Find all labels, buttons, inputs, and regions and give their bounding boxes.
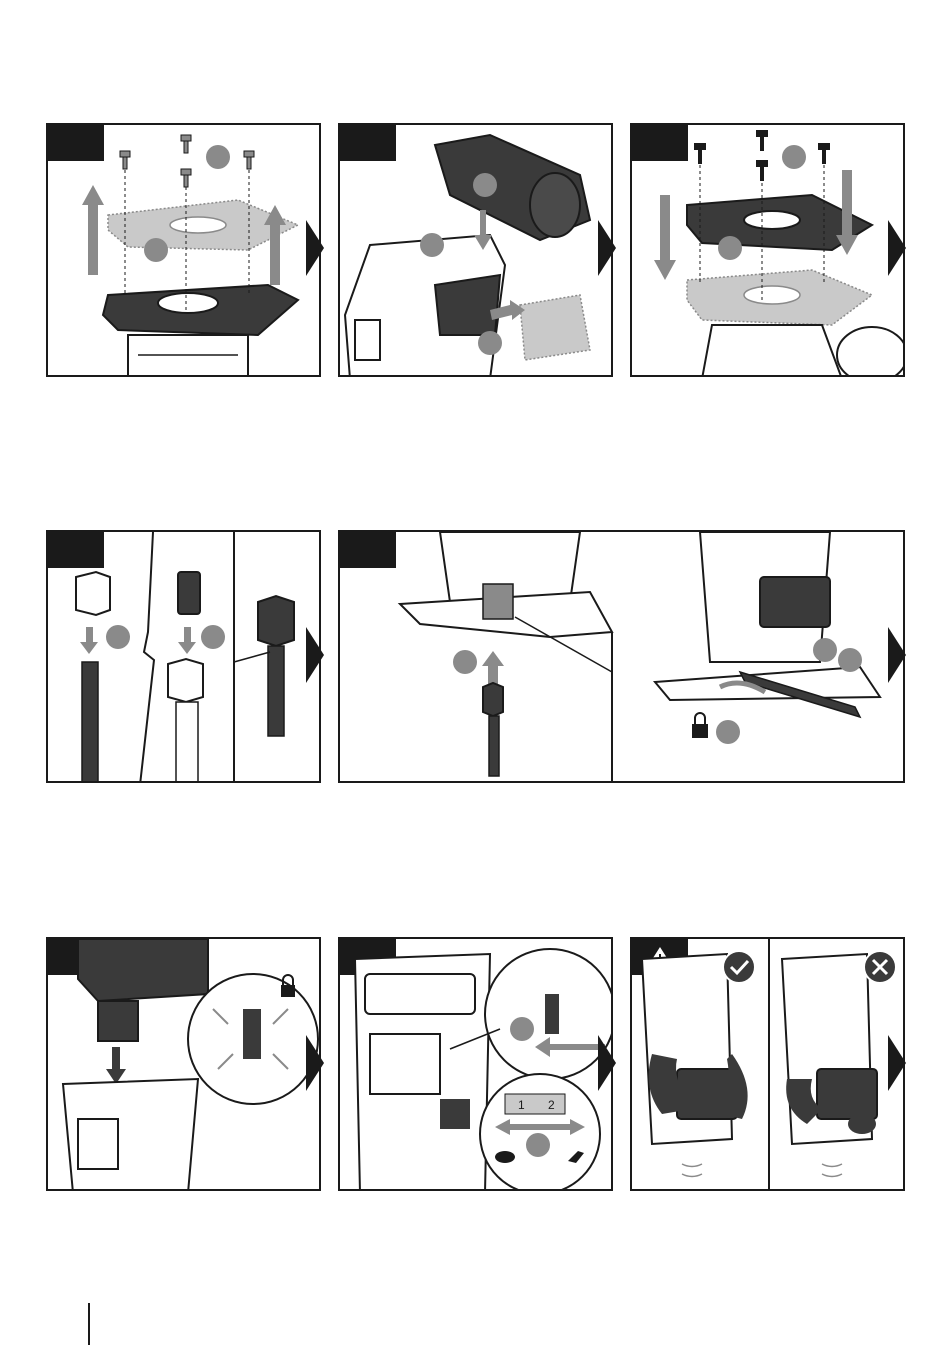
dust-adapter-illustration [340,125,613,377]
padlock-icon [692,724,708,738]
baseplate-install-illustration [632,125,905,377]
speed-switch-illustration: 1 2 [340,939,613,1191]
dial-label-1: 1 [518,1098,525,1112]
bit-install-illustration [340,532,905,783]
panel-baseplate-install [630,123,905,377]
next-step-arrow [598,1035,616,1091]
panel-speed-switch: 1 2 [338,937,613,1191]
panel-collet-select [46,530,321,783]
next-step-arrow [306,1035,324,1091]
dial-label-2: 2 [548,1098,555,1112]
grip-illustration [632,939,905,1191]
next-step-arrow [888,627,906,683]
turtle-icon [495,1151,515,1163]
check-circle-icon [723,951,755,983]
collet-select-illustration [48,532,321,783]
panel-bit-install [338,530,905,783]
panel-baseplate-remove [46,123,321,377]
next-step-arrow [306,627,324,683]
next-step-arrow [598,220,616,276]
panel-grip [630,937,905,1191]
next-step-arrow [888,220,906,276]
next-step-arrow [306,220,324,276]
padlock-icon [281,985,295,997]
panel-dust-adapter [338,123,613,377]
footer-rule [88,1303,90,1345]
next-step-arrow [888,1035,906,1091]
battery-insert-illustration [48,939,321,1191]
baseplate-remove-illustration [48,125,321,377]
panel-battery-insert [46,937,321,1191]
